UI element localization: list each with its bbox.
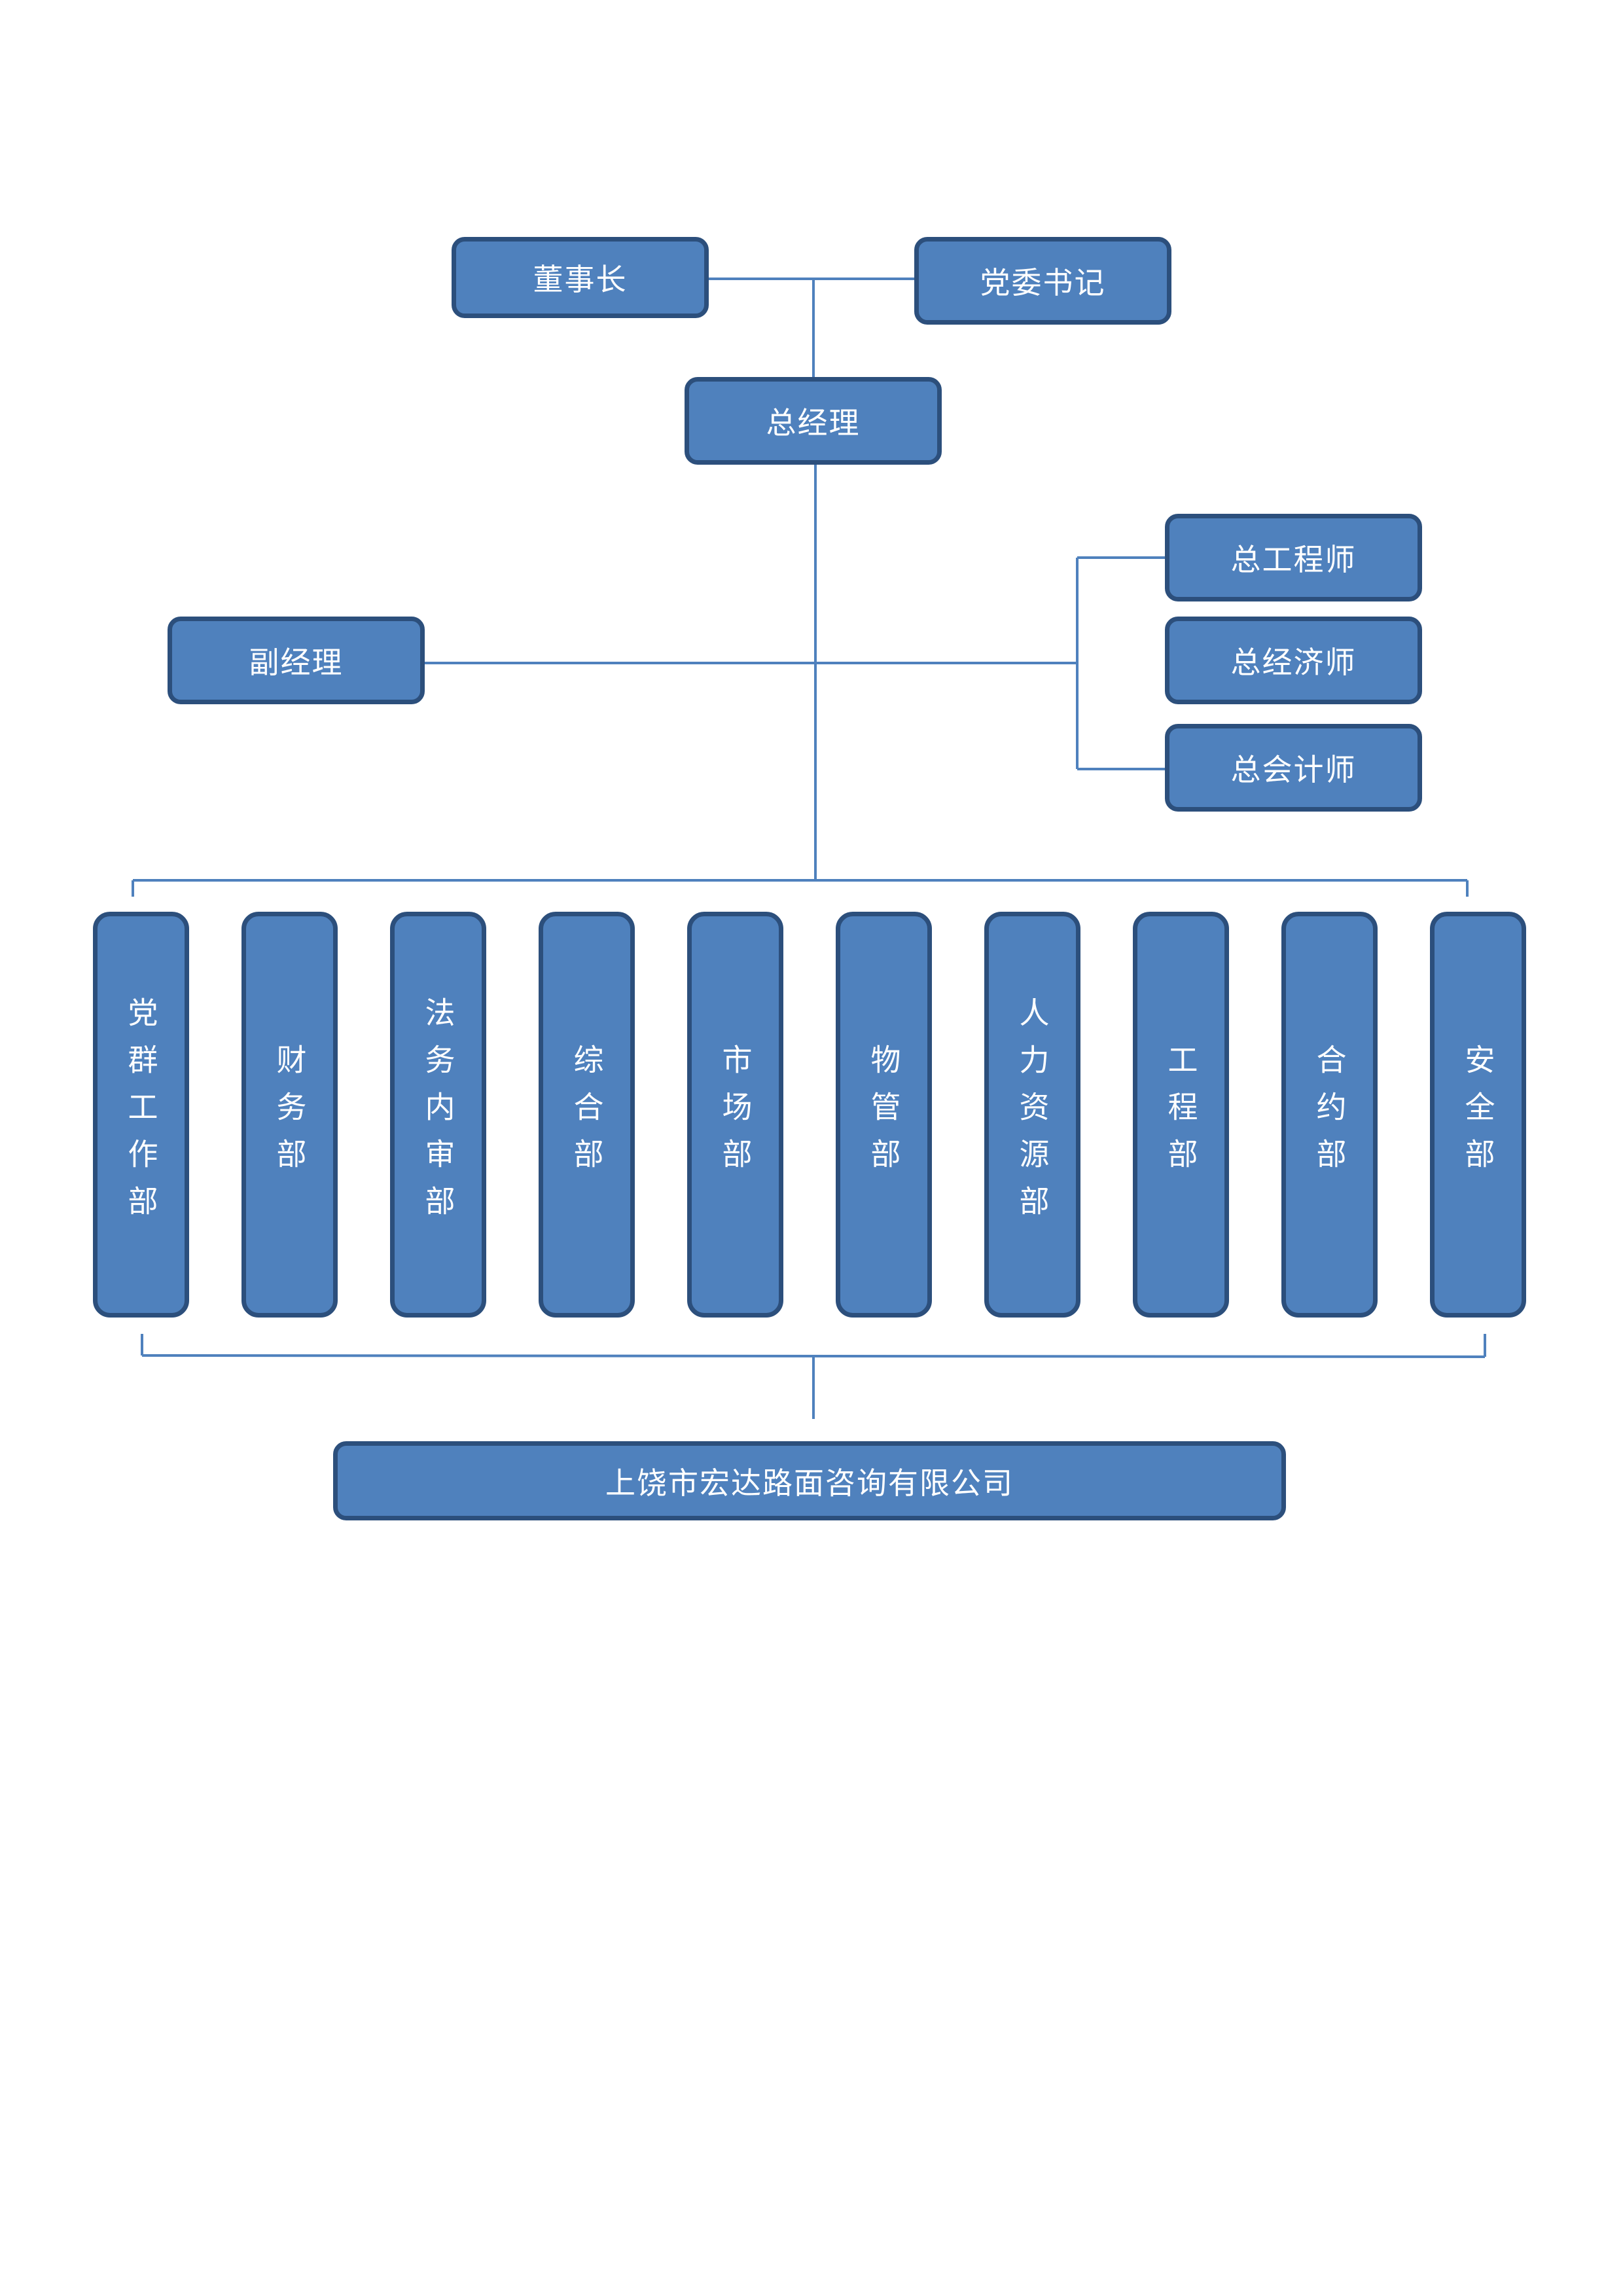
dept-finance: 财务部 <box>241 912 338 1318</box>
general-manager-box: 总经理 <box>685 377 942 465</box>
dept-engineering: 工程部 <box>1133 912 1229 1318</box>
chief-engineer-label: 总工程师 <box>1230 542 1357 577</box>
chief-engineer-box: 总工程师 <box>1165 514 1422 601</box>
dept-label: 综合部 <box>569 1044 605 1185</box>
dept-property: 物管部 <box>836 912 932 1318</box>
subsidiary-box: 上饶市宏达路面咨询有限公司 <box>333 1441 1286 1520</box>
dept-label: 工程部 <box>1163 1044 1199 1185</box>
deputy-manager-label: 副经理 <box>249 645 344 680</box>
dept-contracts: 合约部 <box>1281 912 1378 1318</box>
dept-marketing: 市场部 <box>687 912 783 1318</box>
general-manager-label: 总经理 <box>766 405 861 440</box>
subsidiary-label: 上饶市宏达路面咨询有限公司 <box>605 1465 1014 1501</box>
chief-economist-box: 总经济师 <box>1165 617 1422 704</box>
dept-label: 物管部 <box>866 1044 902 1185</box>
party-secretary-box: 党委书记 <box>914 237 1171 325</box>
dept-label: 人力资源部 <box>1014 997 1050 1232</box>
chairman-box: 董事长 <box>452 237 709 318</box>
dept-label: 合约部 <box>1311 1044 1347 1185</box>
dept-legal-audit: 法务内审部 <box>390 912 486 1318</box>
chief-accountant-label: 总会计师 <box>1230 752 1357 787</box>
dept-label: 党群工作部 <box>123 997 159 1232</box>
dept-safety: 安全部 <box>1430 912 1526 1318</box>
chairman-label: 董事长 <box>533 262 628 297</box>
dept-label: 财务部 <box>272 1044 308 1185</box>
dept-human-resources: 人力资源部 <box>984 912 1080 1318</box>
dept-label: 市场部 <box>717 1044 753 1185</box>
dept-general-affairs: 综合部 <box>539 912 635 1318</box>
dept-label: 安全部 <box>1460 1044 1496 1185</box>
dept-party-affairs: 党群工作部 <box>93 912 189 1318</box>
chief-economist-label: 总经济师 <box>1230 645 1357 680</box>
party-secretary-label: 党委书记 <box>980 265 1106 300</box>
deputy-manager-box: 副经理 <box>168 617 425 704</box>
chief-accountant-box: 总会计师 <box>1165 724 1422 812</box>
dept-label: 法务内审部 <box>420 997 456 1232</box>
